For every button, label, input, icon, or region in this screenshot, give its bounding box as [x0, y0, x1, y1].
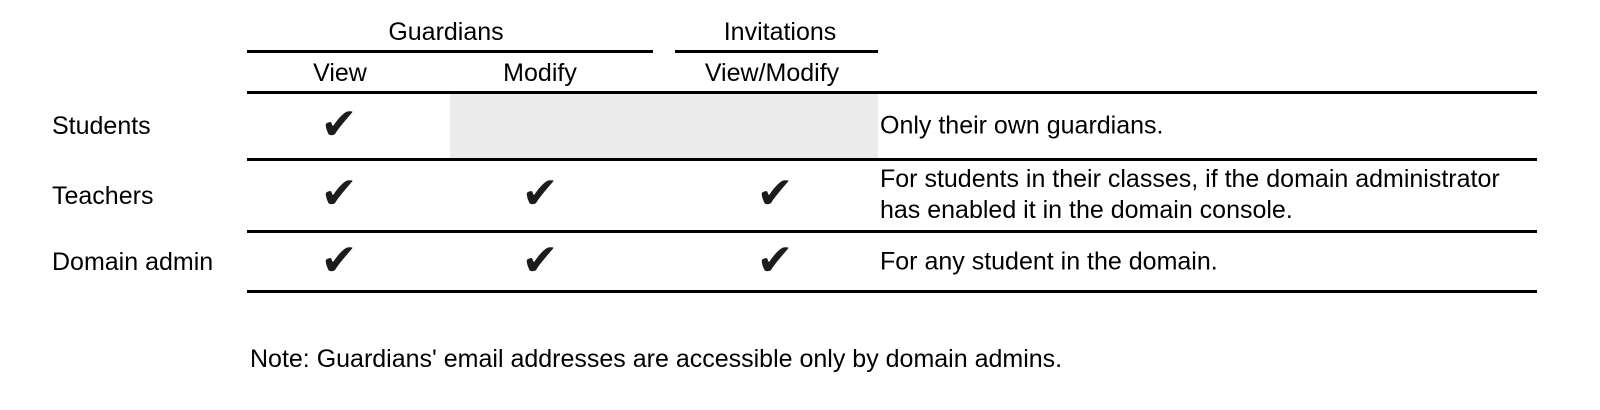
guardians-underline	[247, 50, 653, 53]
check-icon: ✔	[756, 168, 794, 219]
check-icon: ✔	[756, 235, 794, 286]
column-group-label-invitations: Invitations	[723, 18, 837, 46]
note-teachers: For students in their classes, if the do…	[880, 165, 1500, 224]
column-header-modify: Modify	[503, 59, 577, 87]
invitations-underline	[675, 50, 878, 53]
row-rule-2	[247, 230, 1537, 233]
check-icon: ✔	[320, 168, 358, 219]
row-label-teachers: Teachers	[52, 182, 154, 210]
students-disabled-cells	[450, 94, 878, 158]
footnote: Note: Guardians' email addresses are acc…	[250, 345, 1063, 373]
column-group-label-guardians: Guardians	[388, 18, 504, 46]
note-domain-admin: For any student in the domain.	[880, 247, 1218, 276]
row-label-students: Students	[52, 112, 151, 140]
check-icon: ✔	[320, 235, 358, 286]
check-icon: ✔	[320, 99, 358, 150]
column-header-view-modify: View/Modify	[704, 59, 840, 87]
row-label-domain-admin: Domain admin	[52, 248, 214, 276]
row-rule-1	[247, 158, 1537, 161]
header-rule	[247, 91, 1537, 94]
check-icon: ✔	[521, 235, 559, 286]
note-students: Only their own guardians.	[880, 111, 1164, 140]
column-header-view: View	[313, 59, 367, 87]
table-bottom-rule	[247, 290, 1537, 293]
check-icon: ✔	[521, 168, 559, 219]
